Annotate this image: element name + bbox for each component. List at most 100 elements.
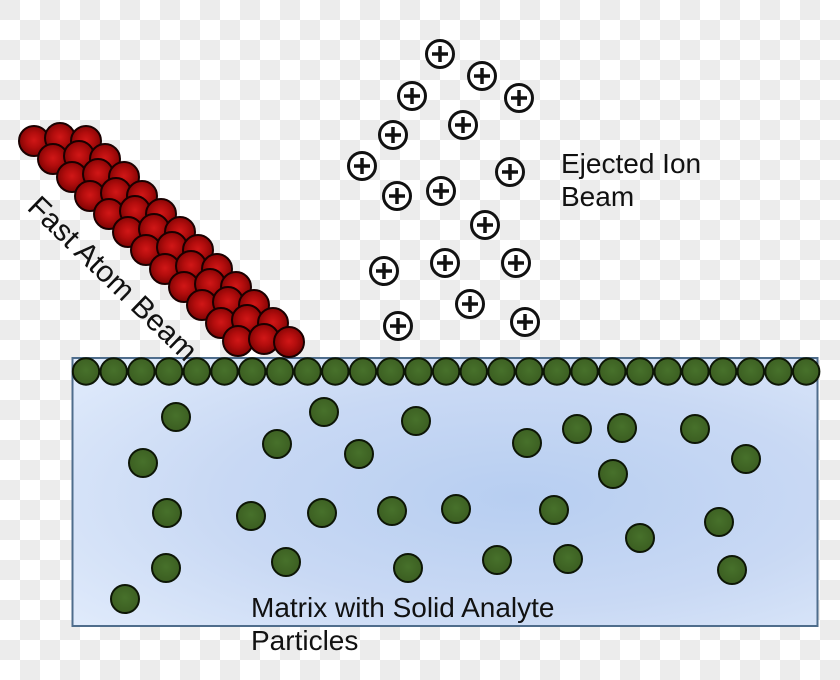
surface-atom [515,357,544,386]
surface-atom [431,357,461,386]
surface-atom [598,357,627,386]
ejected-ion [495,157,525,187]
analyte-particle [607,413,637,443]
surface-atom [625,357,655,386]
ejected-ion [430,248,460,278]
surface-atom [321,357,350,386]
analyte-particle [553,544,583,574]
plus-icon [390,318,406,334]
analyte-particle [393,553,423,583]
analyte-particle [344,439,374,469]
plus-icon [508,255,524,271]
ejected-ion [426,176,456,206]
surface-atom [182,357,212,386]
surface-atom [238,357,267,386]
plus-icon [404,88,420,104]
matrix-label-line2: Particles [251,625,359,656]
ejected-ion [467,61,497,91]
analyte-particle [110,584,140,614]
surface-atom [293,357,322,386]
plus-icon [502,164,518,180]
ejected-ion [470,210,500,240]
matrix-label-line1: Matrix with Solid Analyte [251,592,555,623]
analyte-particle [731,444,761,474]
analyte-particle [625,523,655,553]
plus-icon [432,46,448,62]
analyte-particle [236,501,266,531]
ejected-ion [425,39,455,69]
ejected-ion [378,120,408,150]
analyte-particle [307,498,337,528]
ejected-ion [382,181,412,211]
matrix-surface-atom-row [71,357,821,386]
analyte-particle [680,414,710,444]
surface-atom [681,357,710,386]
ejected-ion [455,289,485,319]
analyte-particle [152,498,182,528]
ejected-ion [369,256,399,286]
surface-atom [708,357,738,386]
ejected-ion-beam-ions [347,39,540,341]
analyte-particle [262,429,292,459]
surface-atom [376,357,405,386]
analyte-particle [309,397,339,427]
analyte-particle [512,428,542,458]
matrix-label: Matrix with Solid Analyte Particles [251,591,554,657]
surface-atom [570,357,599,386]
ejected-ion-beam-label-line1: Ejected Ion [561,148,702,179]
analyte-particle [562,414,592,444]
plus-icon [389,188,405,204]
plus-icon [477,217,493,233]
surface-atom [127,357,156,386]
ejected-ion [448,110,478,140]
surface-atom [210,357,239,386]
ejected-ion-beam-label: Ejected Ion Beam [561,147,701,213]
surface-atom [154,357,184,386]
surface-atom [348,357,378,386]
surface-atom [764,357,793,386]
plus-icon [354,158,370,174]
analyte-particle [401,406,431,436]
plus-icon [511,90,527,106]
surface-atom [487,357,516,386]
surface-atom [71,357,101,386]
analyte-particle [161,402,191,432]
fast-atom [273,326,305,358]
matrix-analyte-particles [110,397,761,614]
fast-atom-beam-atoms [18,122,305,358]
plus-icon [462,296,478,312]
plus-icon [385,127,401,143]
analyte-particle [441,494,471,524]
analyte-particle [717,555,747,585]
surface-atom [653,357,682,386]
plus-icon [455,117,471,133]
ejected-ion [397,81,427,111]
plus-icon [433,183,449,199]
ejected-ion [347,151,377,181]
analyte-particle [377,496,407,526]
surface-atom [459,357,488,386]
matrix-slab [71,357,819,627]
ejected-ion-beam-label-line2: Beam [561,181,635,212]
plus-icon [437,255,453,271]
ejected-ion [504,83,534,113]
ejected-ion [501,248,531,278]
surface-atom [792,357,821,386]
surface-atom [736,357,765,386]
analyte-particle [598,459,628,489]
analyte-particle [539,495,569,525]
plus-icon [376,263,392,279]
plus-icon [517,314,533,330]
surface-atom [404,357,433,386]
analyte-particle [482,545,512,575]
analyte-particle [151,553,181,583]
plus-icon [474,68,490,84]
analyte-particle [271,547,301,577]
surface-atom [265,357,295,386]
ejected-ion [383,311,413,341]
analyte-particle [704,507,734,537]
ejected-ion [510,307,540,337]
surface-atom [99,357,128,386]
